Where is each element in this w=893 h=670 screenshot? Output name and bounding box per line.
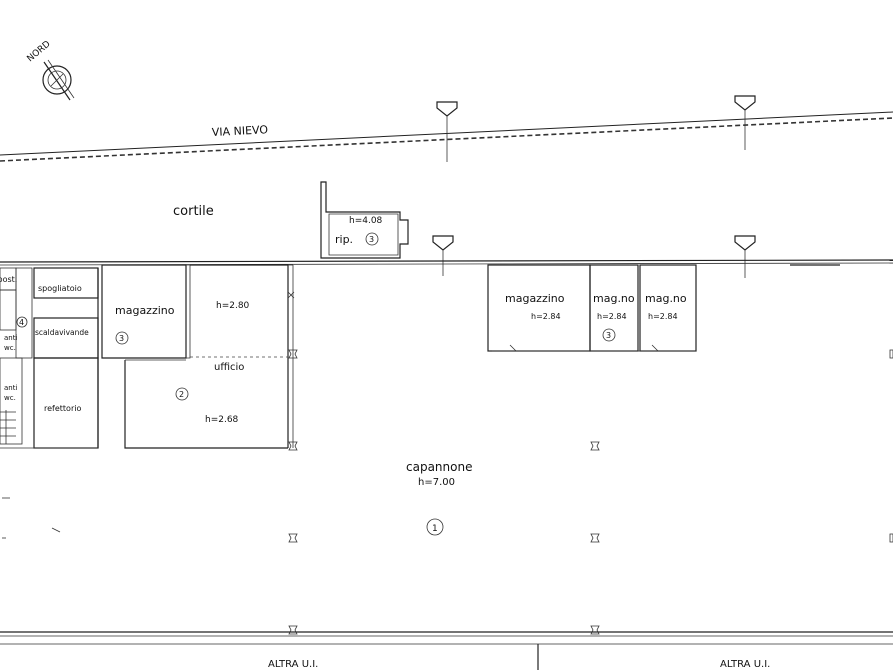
room-number-marker [365, 232, 379, 246]
room-number-marker [602, 328, 616, 342]
room-h280-height: h=2.80 [216, 301, 250, 311]
warehouse-1-label: magazzino [505, 292, 565, 305]
neighbour-label-left: ALTRA U.I. [268, 659, 318, 670]
office-number: 2 [179, 390, 184, 399]
shed-number: 1 [432, 524, 438, 534]
room-number-marker [426, 518, 444, 536]
column-markers [2, 264, 893, 635]
storage-room-number: 3 [369, 235, 374, 244]
shed-height: h=7.00 [418, 477, 455, 488]
magazzino-left-room [101, 264, 191, 359]
room-number-marker [175, 387, 189, 401]
warehouse-2-number: 3 [606, 331, 611, 340]
warehouses-right [487, 264, 697, 352]
room-h280 [190, 264, 294, 448]
magazzino-left-label: magazzino [115, 304, 175, 317]
magazzino-left-number: 3 [119, 334, 124, 343]
storage-room-height: h=4.08 [349, 216, 383, 226]
street-name: VIA NIEVO [212, 123, 269, 139]
label-scaldavivande: scaldavivande [35, 328, 89, 337]
office-label: ufficio [214, 362, 244, 373]
warehouse-2-label: mag.no [593, 292, 635, 305]
warehouse-3-label: mag.no [645, 292, 687, 305]
office-room [124, 359, 288, 449]
section-arrow-icon [436, 101, 458, 162]
neighbour-label-right: ALTRA U.I. [720, 659, 770, 670]
label-spogliatoio: spogliatoio [38, 284, 82, 293]
service-block [0, 267, 99, 449]
label-refettorio: refettorio [44, 404, 81, 413]
label-wc-number: 4 [19, 318, 24, 327]
storage-room [320, 181, 409, 259]
courtyard-label: cortile [173, 204, 214, 219]
shed-label: capannone [406, 460, 472, 474]
street-edge [0, 111, 893, 162]
warehouse-3-height: h=2.84 [648, 312, 678, 321]
section-arrow-icon [734, 235, 756, 278]
warehouse-1-height: h=2.84 [531, 312, 561, 321]
room-number-marker [115, 331, 129, 345]
room-number-marker [16, 316, 28, 328]
office-height: h=2.68 [205, 415, 239, 425]
section-arrow-icon [734, 95, 756, 150]
section-arrow-icon [432, 235, 454, 276]
warehouse-2-height: h=2.84 [597, 312, 627, 321]
label-ripost: ripost. [0, 275, 17, 284]
storage-room-label: rip. [335, 233, 353, 246]
north-arrow-icon [42, 59, 75, 101]
